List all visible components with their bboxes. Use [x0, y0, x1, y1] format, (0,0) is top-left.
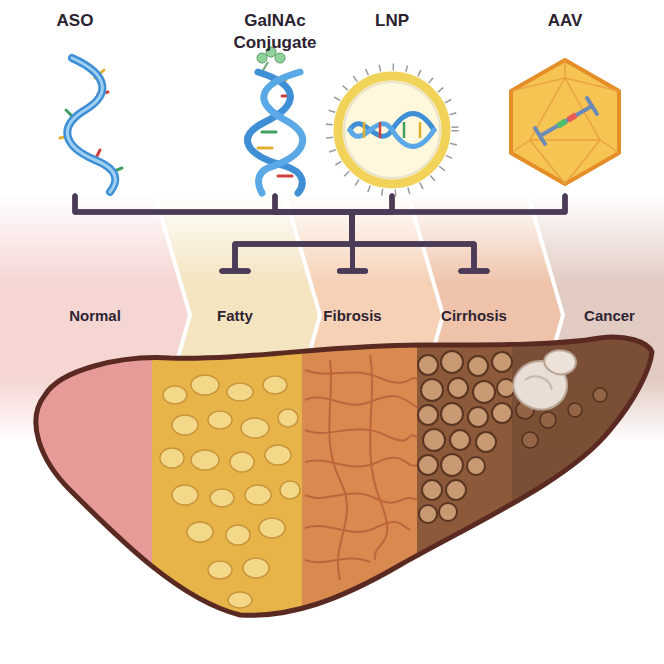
galnac-icon [248, 47, 303, 193]
node-label: Cirrhosis [441, 306, 507, 325]
inhibition-connector [222, 196, 392, 271]
inhibition-connector [75, 196, 487, 271]
inhibition-connector [352, 196, 565, 271]
node-label: Cancer [584, 306, 635, 325]
stage-band: Cirrhosis [433, 272, 515, 331]
delivery-node: GalNAc Conjugate [222, 8, 328, 196]
liver-outline [36, 337, 652, 615]
stage-band: Fatty [209, 272, 261, 331]
node-label: ASO [24, 10, 126, 32]
node-label: Normal [69, 306, 121, 325]
tumor [513, 350, 576, 409]
inhibition-connector [75, 196, 366, 271]
delivery-node: LNP [334, 8, 450, 196]
node-label: GalNAc Conjugate [226, 10, 324, 54]
inhibition-connector [340, 196, 393, 271]
inhibition-connector [275, 196, 487, 271]
inhibition-connector [75, 196, 352, 271]
node-label: LNP [338, 10, 446, 32]
node-label: AAV [511, 10, 619, 32]
liver-tissue [0, 320, 664, 640]
inhibition-connector [222, 196, 352, 271]
stage-band: Fibrosis [315, 272, 390, 331]
lnp-icon [329, 67, 455, 193]
stage-band: Normal [61, 272, 129, 331]
aso-icon [60, 58, 122, 192]
delivery-node: ASO [20, 8, 130, 196]
inhibition-connector [340, 196, 566, 271]
aav-icon [511, 60, 619, 184]
stage-band: Cancer [576, 272, 643, 331]
node-label: Fatty [217, 306, 253, 325]
inhibition-connector [222, 196, 565, 271]
delivery-node: AAV [507, 8, 623, 196]
inhibition-connector [352, 196, 487, 271]
node-label: Fibrosis [323, 306, 381, 325]
